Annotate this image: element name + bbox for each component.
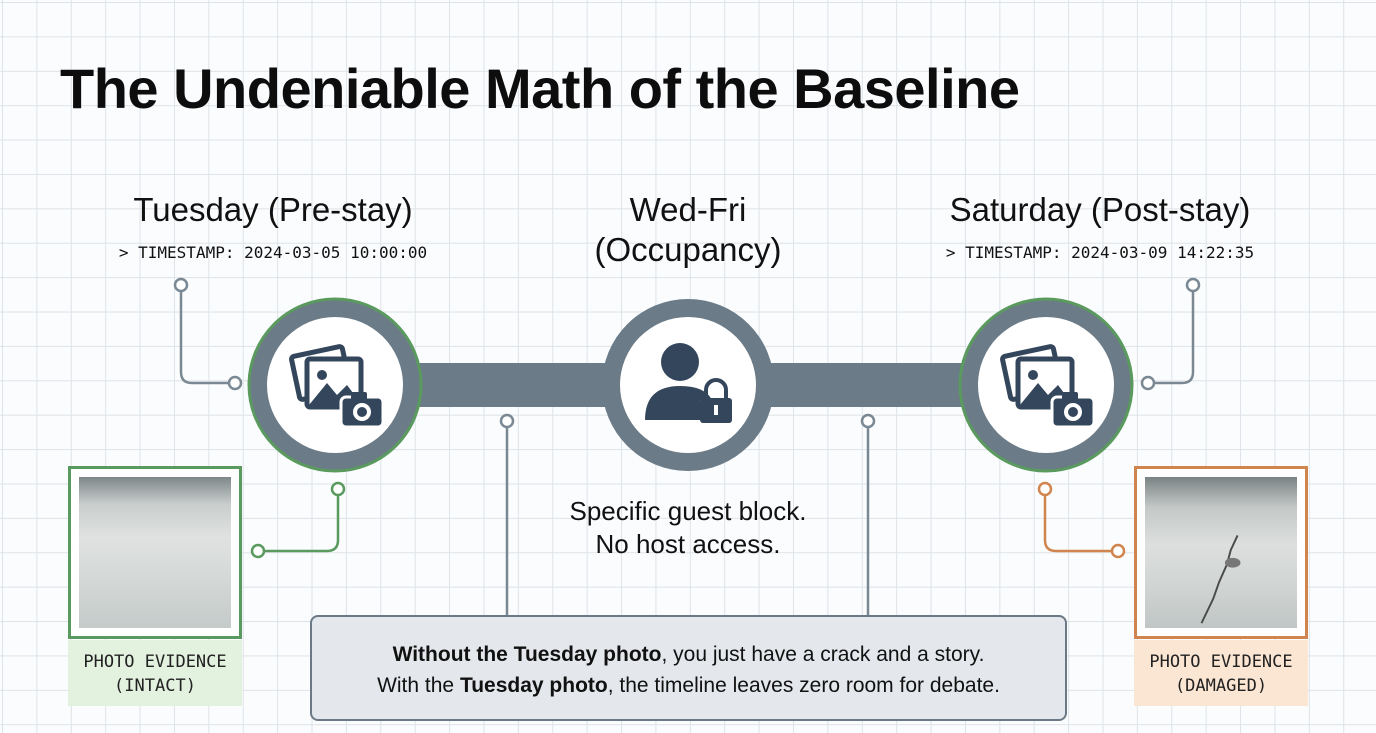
- page-title: The Undeniable Math of the Baseline: [60, 57, 1020, 120]
- connector-tuesday: [179, 291, 229, 385]
- countertop-image-intact: [79, 477, 231, 628]
- stage-label-saturday: Saturday (Post-stay): [949, 191, 1251, 228]
- photo-camera-icon: [289, 344, 385, 429]
- caption-line-2: (INTACT): [114, 676, 196, 696]
- summary-text: With the: [377, 674, 460, 697]
- connector-intact: [264, 495, 340, 553]
- countertop-image-damaged: [1145, 477, 1297, 628]
- caption-line-1: PHOTO EVIDENCE: [1149, 652, 1293, 672]
- connector-saturday: [1154, 291, 1195, 385]
- caption-line-2: (DAMAGED): [1174, 676, 1268, 696]
- stage-label-occupancy: (Occupancy): [594, 231, 782, 268]
- note-line-2: No host access.: [595, 529, 781, 559]
- user-lock-icon: [645, 343, 732, 423]
- summary-box: Without the Tuesday photo, you just have…: [310, 615, 1067, 721]
- summary-text: , you just have a crack and a story.: [661, 643, 985, 666]
- caption-damaged: PHOTO EVIDENCE (DAMAGED): [1134, 640, 1308, 706]
- crack-mark: [1200, 535, 1241, 624]
- summary-text: , the timeline leaves zero room for deba…: [607, 674, 1000, 697]
- caption-intact: PHOTO EVIDENCE (INTACT): [68, 640, 242, 706]
- summary-line-2: With the Tuesday photo, the timeline lea…: [312, 670, 1065, 701]
- photo-damaged: [1134, 466, 1308, 639]
- summary-bold: Tuesday photo: [459, 674, 608, 697]
- stage-label-tuesday: Tuesday (Pre-stay): [133, 191, 413, 228]
- note-line-1: Specific guest block.: [569, 496, 807, 526]
- timestamp-saturday: > TIMESTAMP: 2024-03-09 14:22:35: [945, 243, 1255, 262]
- connector-damaged: [1043, 495, 1112, 553]
- summary-bold: Without the Tuesday photo: [392, 643, 662, 666]
- summary-line-1: Without the Tuesday photo, you just have…: [312, 639, 1065, 670]
- photo-intact: [68, 466, 242, 639]
- node-occupancy: [602, 299, 774, 471]
- occupancy-note: Specific guest block. No host access.: [488, 495, 888, 561]
- stage-label-wed-fri: Wed-Fri: [629, 191, 747, 228]
- caption-line-1: PHOTO EVIDENCE: [83, 652, 227, 672]
- timestamp-tuesday: > TIMESTAMP: 2024-03-05 10:00:00: [118, 243, 428, 262]
